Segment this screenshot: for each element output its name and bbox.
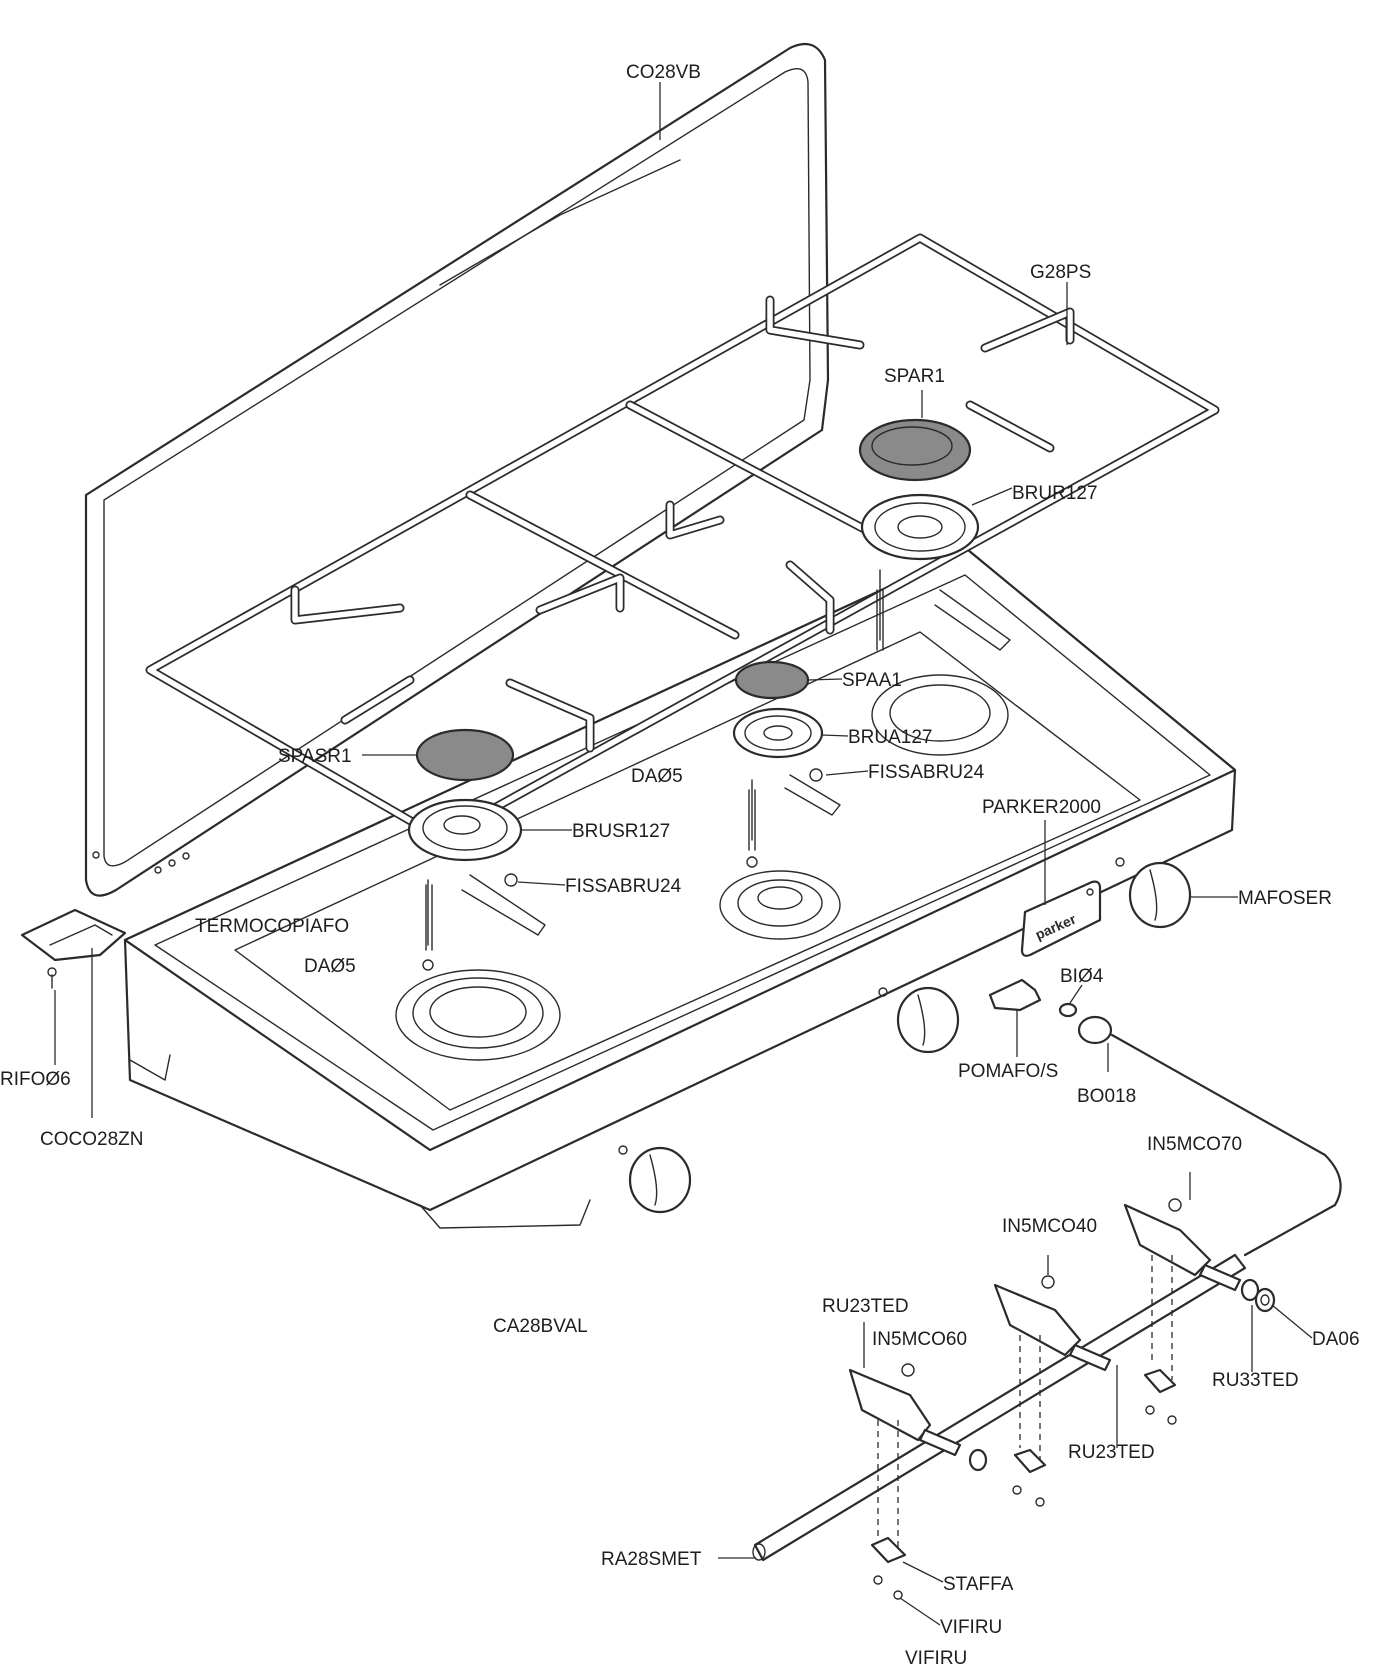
lid-co28vb (84, 42, 830, 897)
bracket-middle (1012, 1335, 1047, 1507)
label-fissabru24-a: FISSABRU24 (868, 762, 985, 783)
label-brur127: BRUR127 (1012, 483, 1098, 504)
knob-front (628, 1146, 692, 1214)
burner-seat-rear (871, 674, 1009, 756)
label-mafoser: MAFOSER (1238, 888, 1332, 909)
label-ra28smet: RA28SMET (601, 1549, 702, 1570)
label-brusr127: BRUSR127 (572, 821, 670, 842)
label-rifo6: RIFOØ6 (0, 1069, 71, 1090)
label-termocopiafo: TERMOCOPIAFO (195, 916, 349, 937)
label-da5-b: DAØ5 (304, 956, 356, 977)
label-bi4: BIØ4 (1060, 966, 1104, 987)
bushing-bi4 (1058, 1002, 1078, 1018)
burner-seat-front (395, 969, 561, 1061)
label-co28vb: CO28VB (626, 62, 701, 83)
cap-spaa1 (734, 660, 810, 700)
elbow-pomafo-s (988, 978, 1042, 1012)
label-ru23ted-a: RU23TED (822, 1296, 909, 1317)
burner-brua127 (732, 707, 841, 841)
label-in5mco60: IN5MCO60 (872, 1329, 967, 1350)
label-spar1: SPAR1 (884, 366, 945, 387)
knob-mafoser (1128, 861, 1192, 929)
cap-spasr1 (415, 728, 515, 782)
cap-spar1 (858, 418, 972, 482)
washer-da06 (1254, 1287, 1276, 1313)
label-ru33ted: RU33TED (1212, 1370, 1299, 1391)
label-pomafo-s: POMAFO/S (958, 1061, 1058, 1082)
knob-middle (896, 986, 960, 1054)
burner-seat-middle (719, 870, 841, 940)
thermocouple-middle (746, 789, 758, 868)
label-spaa1: SPAA1 (842, 670, 902, 691)
label-brua127: BRUA127 (848, 727, 933, 748)
label-in5mco70: IN5MCO70 (1147, 1134, 1242, 1155)
valve-front (848, 1363, 988, 1472)
label-bo018: BO018 (1077, 1086, 1136, 1107)
thermocouple-rear (876, 589, 884, 651)
label-ca28bval: CA28BVAL (493, 1316, 588, 1337)
burner-brur127 (860, 493, 1011, 651)
burner-brusr127 (407, 798, 546, 946)
label-parker2000: PARKER2000 (982, 797, 1101, 818)
hinge-coco28zn (20, 908, 127, 989)
label-vifiru-a: VIFIRU (940, 1617, 1002, 1638)
valve-rear (1123, 1198, 1260, 1302)
label-da06: DA06 (1312, 1329, 1360, 1350)
label-spasr1: SPASR1 (278, 746, 352, 767)
gas-pipe (1110, 1033, 1342, 1257)
bracket-rear (1143, 1255, 1177, 1425)
valve-middle (993, 1275, 1112, 1372)
label-in5mco40: IN5MCO40 (1002, 1216, 1097, 1237)
leader-lines (54, 82, 1313, 1626)
label-staffa: STAFFA (943, 1574, 1014, 1595)
label-da5-a: DAØ5 (631, 766, 683, 787)
thermocouple-front (422, 884, 434, 971)
label-ru23ted-b: RU23TED (1068, 1442, 1155, 1463)
body-ca28bval (123, 548, 1237, 1229)
label-fissabru24-b: FISSABRU24 (565, 876, 682, 897)
label-vifiru-b: VIFIRU (905, 1648, 967, 1667)
label-g28ps: G28PS (1030, 262, 1091, 283)
grate-g28ps (145, 233, 1220, 843)
label-coco28zn: COCO28ZN (40, 1129, 143, 1150)
nut-bo018 (1077, 1015, 1113, 1045)
bracket-staffa (870, 1420, 907, 1600)
